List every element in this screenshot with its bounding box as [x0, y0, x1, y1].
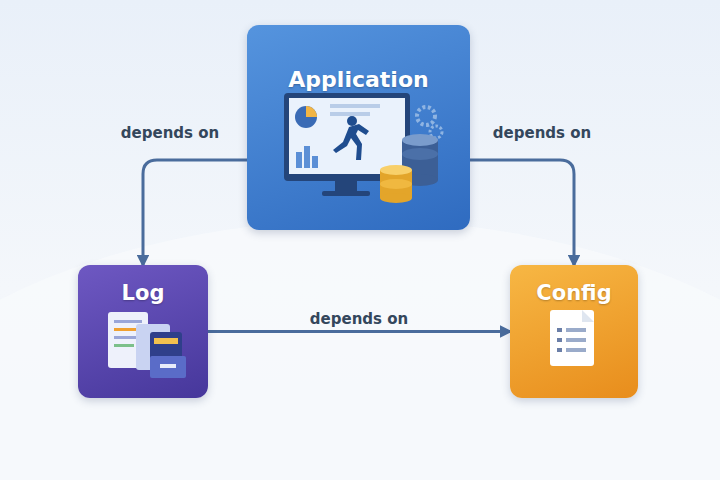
edge-label: depends on: [304, 310, 414, 328]
background-glow: [0, 220, 720, 480]
component-box: Config: [510, 265, 638, 398]
dependency-arrow: [470, 160, 574, 265]
edge-label: depends on: [115, 124, 225, 142]
dependency-arrow: [208, 330, 510, 333]
component-box: Application: [247, 25, 470, 230]
box-title: Config: [510, 281, 638, 305]
component-box: Log: [78, 265, 208, 398]
box-title: Log: [78, 281, 208, 305]
dependency-arrow: [143, 160, 247, 265]
box-title: Application: [247, 67, 470, 92]
edge-label: depends on: [487, 124, 597, 142]
